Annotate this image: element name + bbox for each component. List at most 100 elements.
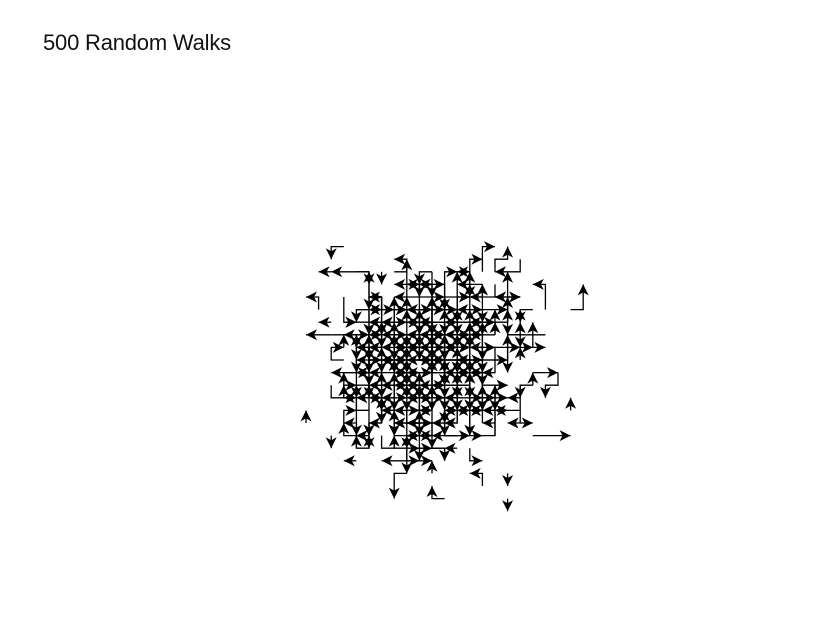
arrowhead (507, 417, 519, 429)
arrowhead (469, 291, 481, 303)
arrowhead (559, 430, 571, 442)
arrowhead (464, 399, 476, 411)
arrowhead (338, 423, 350, 434)
arrowhead (345, 316, 357, 328)
arrowhead (363, 435, 375, 447)
arrowhead (527, 372, 539, 384)
arrowhead (419, 278, 431, 290)
arrowhead (401, 462, 413, 474)
walk-path (494, 409, 508, 436)
arrowhead (356, 341, 368, 353)
arrowhead (306, 329, 317, 341)
arrowhead (401, 399, 413, 411)
arrowhead (350, 435, 362, 447)
arrowhead (394, 291, 406, 303)
arrowhead (539, 386, 551, 398)
arrowhead (439, 334, 451, 346)
arrowhead (527, 322, 539, 334)
arrowhead (394, 278, 406, 290)
walk-path (570, 284, 584, 311)
arrowhead (565, 397, 577, 409)
arrowhead (343, 455, 355, 467)
arrowhead (514, 347, 526, 359)
arrowhead (413, 323, 425, 335)
arrowhead (376, 412, 388, 423)
arrowhead (401, 349, 413, 360)
arrowhead (421, 455, 432, 467)
arrowhead (350, 336, 362, 348)
walk-path (443, 271, 458, 297)
arrowhead (471, 430, 483, 442)
arrowhead (318, 266, 330, 278)
arrowhead (547, 367, 558, 379)
walk-path (494, 246, 509, 272)
arrowhead (514, 336, 526, 348)
arrowhead (507, 392, 519, 404)
arrowhead (433, 329, 445, 341)
arrowhead (476, 311, 488, 323)
arrowhead (457, 404, 469, 416)
arrowhead (376, 372, 388, 384)
arrowhead (532, 278, 544, 290)
arrowhead (476, 385, 488, 397)
arrowhead (426, 437, 438, 449)
arrowhead (484, 316, 495, 328)
arrowhead (496, 379, 508, 391)
arrowhead (381, 316, 393, 328)
arrowhead (457, 304, 469, 316)
arrowhead (446, 266, 458, 278)
arrowhead (381, 392, 393, 404)
arrowhead (426, 334, 438, 346)
arrowhead (394, 367, 406, 379)
arrowhead (306, 291, 317, 303)
arrowhead (406, 367, 418, 379)
walk-path (494, 334, 509, 360)
arrowhead (433, 392, 445, 404)
arrowhead (356, 354, 368, 366)
arrowhead (476, 374, 488, 386)
arrowhead (338, 372, 350, 384)
arrowhead (439, 399, 451, 411)
arrowhead (388, 487, 400, 499)
arrowhead (381, 379, 393, 391)
arrowhead (502, 475, 514, 486)
arrowhead (363, 298, 375, 310)
arrowhead (388, 435, 400, 447)
arrowhead (489, 309, 501, 321)
arrowhead (381, 329, 393, 341)
arrowhead (413, 410, 425, 422)
arrowhead (401, 336, 413, 348)
arrowhead (421, 367, 432, 379)
arrowhead (471, 304, 483, 316)
arrowhead (577, 284, 589, 296)
arrowhead (338, 334, 350, 346)
arrowhead (331, 266, 343, 278)
arrowhead (401, 297, 413, 308)
arrowhead (495, 266, 506, 278)
arrowhead (350, 349, 362, 360)
arrowhead (426, 460, 438, 472)
arrowhead (369, 329, 380, 341)
arrowhead (451, 323, 463, 335)
arrowhead (432, 430, 443, 442)
arrowhead (482, 417, 494, 429)
arrowhead (489, 399, 501, 411)
arrowhead (358, 367, 369, 379)
arrowhead (439, 410, 451, 422)
arrowhead (408, 442, 420, 454)
arrowhead (534, 341, 546, 353)
arrowhead (381, 341, 393, 353)
arrowhead (433, 291, 445, 303)
arrowhead (394, 253, 406, 265)
arrowhead (444, 367, 456, 379)
walk-path (481, 245, 495, 272)
arrowhead (444, 404, 456, 416)
arrowhead (444, 442, 456, 454)
arrowhead (451, 271, 463, 283)
diagram-title: 500 Random Walks (43, 30, 231, 55)
arrowhead (363, 323, 375, 335)
walk-path (356, 410, 370, 437)
arrowhead (426, 486, 438, 497)
arrowhead (350, 385, 362, 397)
arrowhead (350, 424, 362, 436)
